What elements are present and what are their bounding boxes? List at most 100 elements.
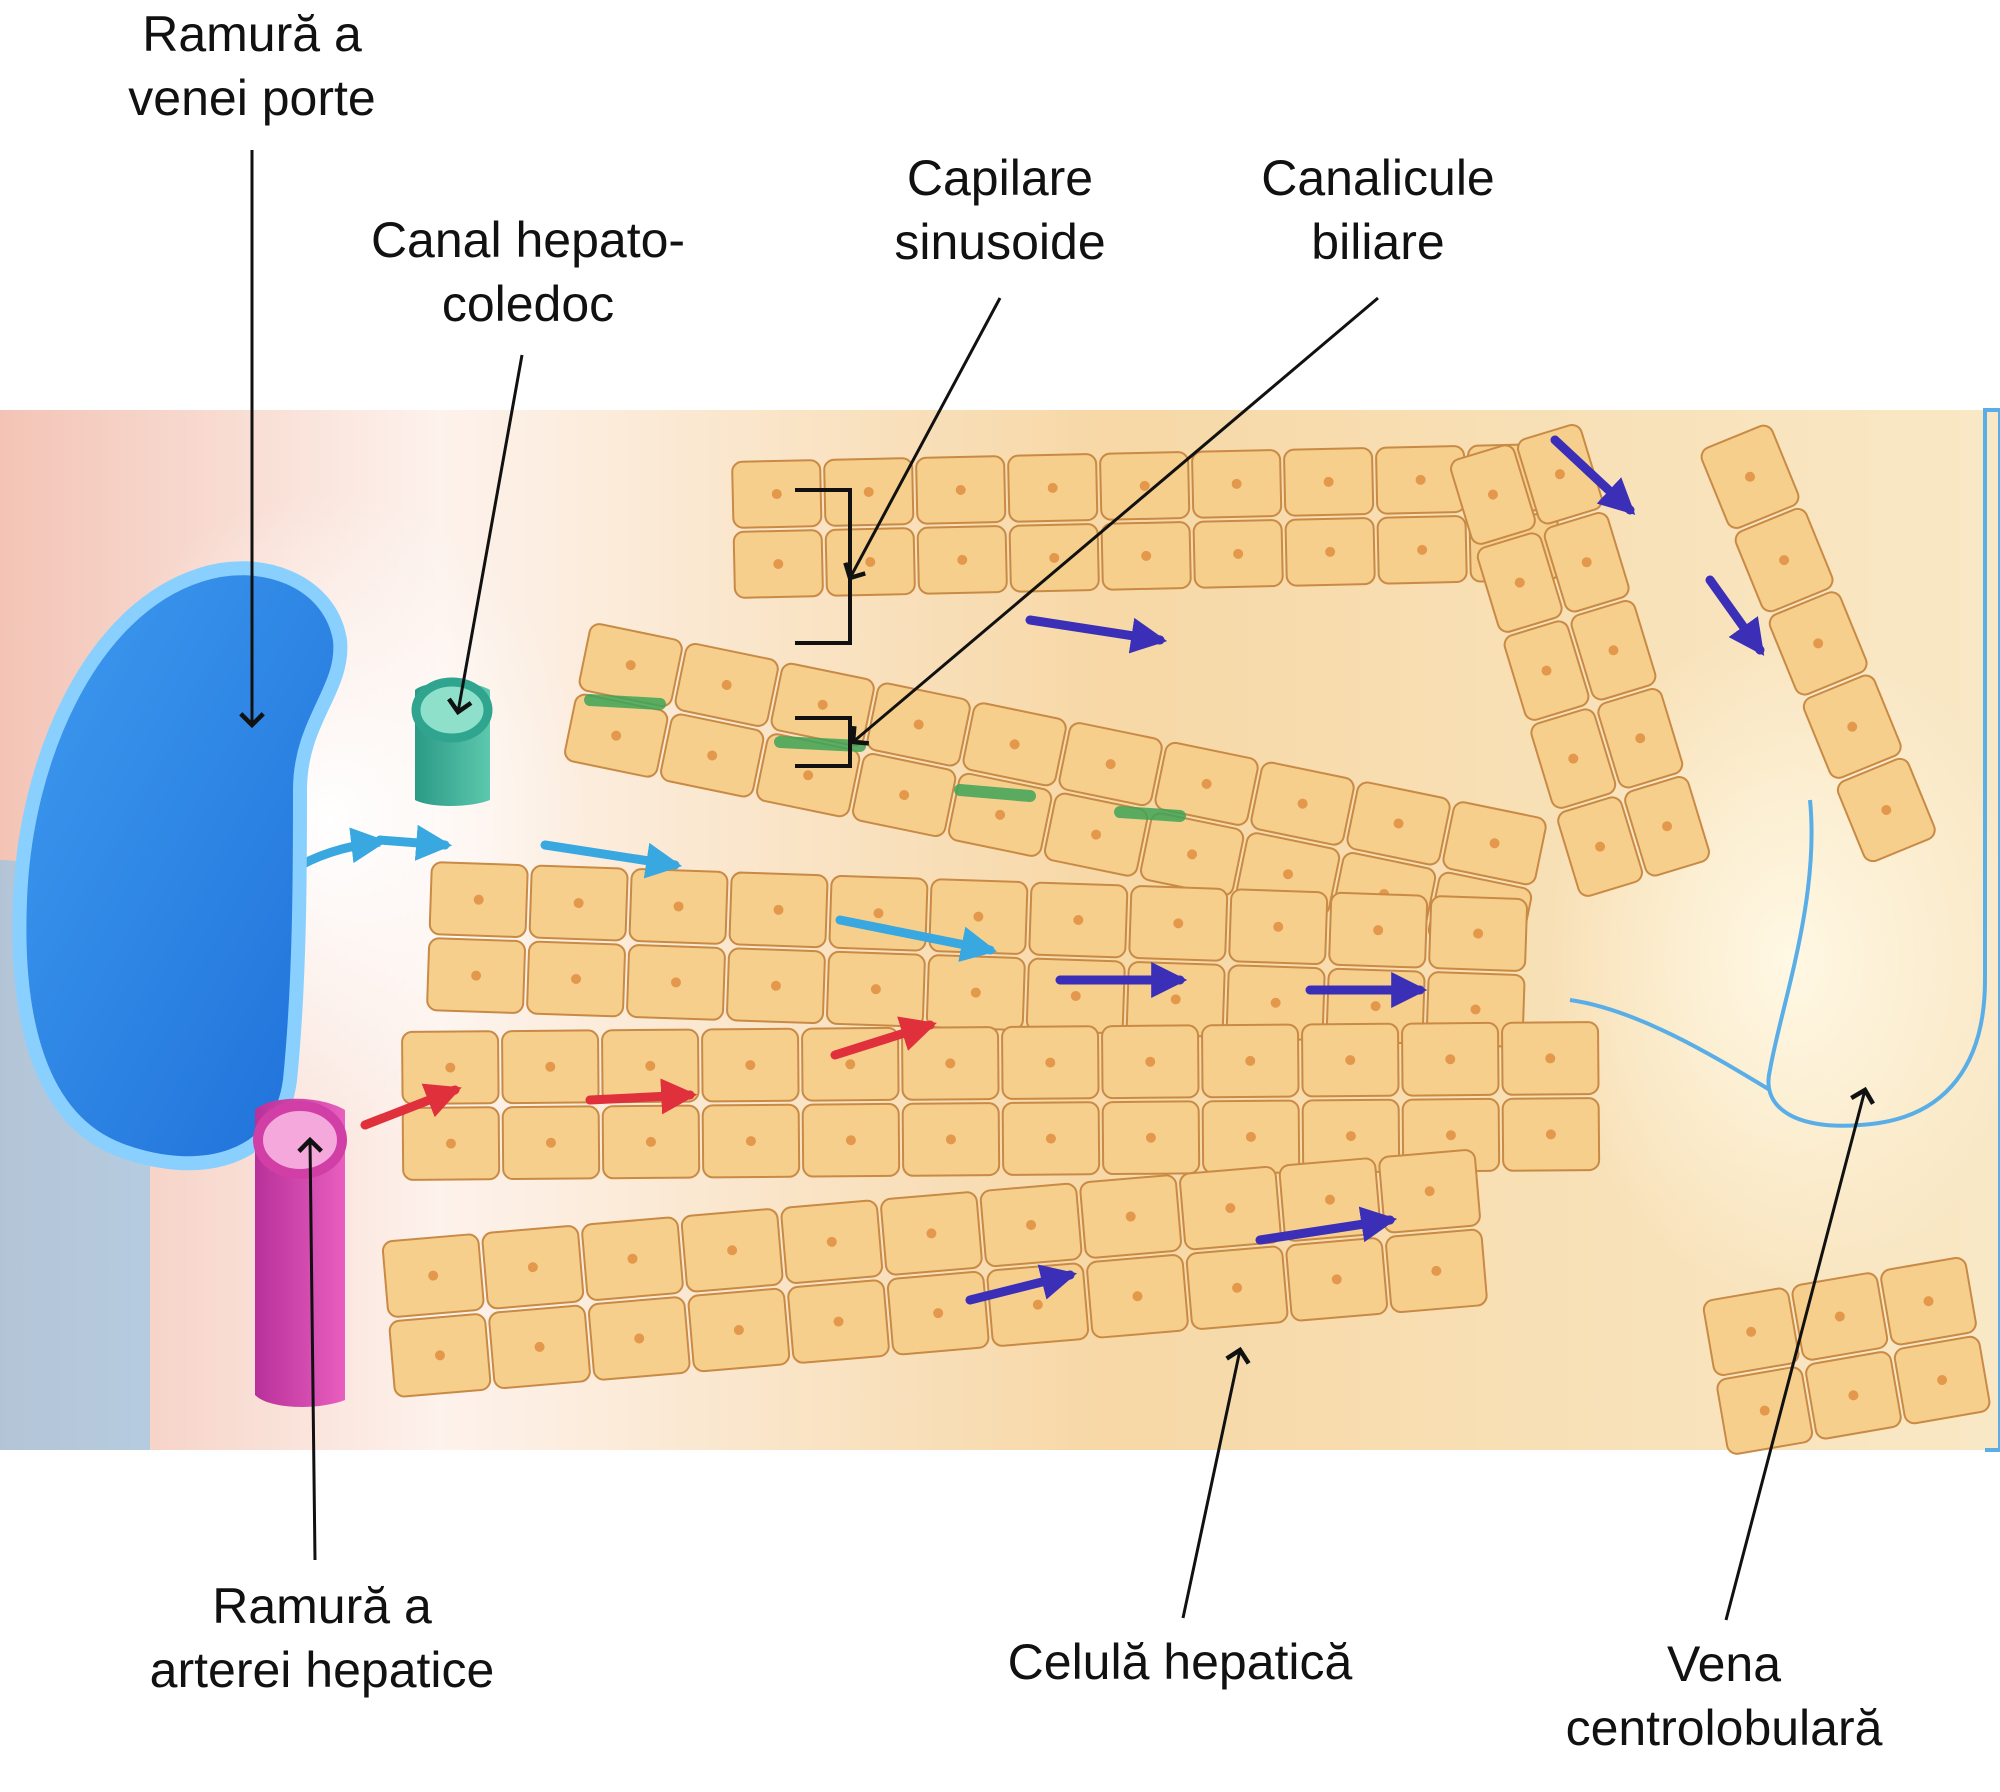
hepatocyte-nucleus — [1070, 990, 1081, 1001]
hepatocyte-nucleus — [745, 1060, 756, 1071]
bile-duct-lumen — [411, 677, 493, 743]
hepatocyte-nucleus — [773, 558, 784, 569]
hepatocyte-nucleus — [571, 974, 582, 985]
flow-arrow — [585, 1078, 698, 1115]
leader-line — [1181, 1346, 1251, 1619]
hepatocyte-nucleus — [926, 1228, 937, 1239]
flow-arrow — [835, 915, 998, 963]
hepatocyte-nucleus — [1132, 1291, 1143, 1302]
hepatocyte-nucleus — [1473, 928, 1484, 939]
hepatocyte-nucleus — [673, 901, 684, 912]
hepatocyte-nucleus — [933, 1308, 944, 1319]
flow-arrow — [1025, 615, 1168, 654]
hepatocyte-nucleus — [1045, 1133, 1056, 1144]
flow-arrow — [360, 1083, 462, 1130]
hepatocyte-nucleus — [1245, 1131, 1256, 1142]
hepatocyte-nucleus — [1345, 1055, 1356, 1066]
sinusoid-bracket — [795, 488, 852, 645]
hepatocyte-nucleus — [1881, 804, 1892, 815]
hepatocyte-nucleus — [845, 1059, 856, 1070]
hepatocyte-nucleus — [845, 1135, 856, 1146]
flow-arrow — [1705, 575, 1765, 656]
hepatocyte-nucleus — [1489, 838, 1500, 849]
hepatocyte-plate — [1700, 424, 1936, 863]
hepatocyte-nucleus — [1026, 1219, 1037, 1230]
hepatocyte-nucleus — [771, 488, 782, 499]
hepatocyte-plate — [1450, 423, 1710, 897]
hepatocyte-nucleus — [1233, 548, 1244, 559]
hepatocyte-nucleus — [445, 1138, 456, 1149]
hepatocyte-cords — [381, 423, 1991, 1455]
hepatocyte-nucleus — [1445, 1130, 1456, 1141]
hepatocyte-nucleus — [428, 1270, 439, 1281]
hepatocyte-nucleus — [1541, 665, 1552, 676]
hepatocyte-nucleus — [817, 699, 828, 710]
bile-canaliculus — [584, 694, 666, 710]
hepatocyte-nucleus — [1232, 1282, 1243, 1293]
hepatocyte-nucleus — [645, 1060, 656, 1071]
hepatocyte-nucleus — [973, 911, 984, 922]
hepatocyte-nucleus — [1759, 1405, 1770, 1416]
hepatocyte-nucleus — [833, 1316, 844, 1327]
hepatocyte-nucleus — [1415, 474, 1426, 485]
hepatocyte-nucleus — [955, 484, 966, 495]
hepatocyte-nucleus — [625, 660, 636, 671]
label-bile-duct: Canal hepato-coledoc — [370, 212, 686, 332]
bile-canaliculus — [1114, 806, 1186, 822]
hepatocyte-nucleus — [1470, 1004, 1481, 1015]
hepatocyte-nucleus — [957, 554, 968, 565]
leader-line — [843, 297, 1002, 581]
hepatocyte-nucleus — [945, 1058, 956, 1069]
hepatocyte-nucleus — [611, 730, 622, 741]
hepatocyte-nucleus — [1270, 997, 1281, 1008]
leader-line — [850, 296, 1379, 746]
hepatocyte-nucleus — [645, 1136, 656, 1147]
hepatocyte-nucleus — [1009, 739, 1020, 750]
hepatocyte-nucleus — [1091, 829, 1102, 840]
hepatocyte-nucleus — [1373, 925, 1384, 936]
hepatocyte-nucleus — [1297, 798, 1308, 809]
hepatocyte-nucleus — [1324, 1194, 1335, 1205]
hepatocyte-nucleus — [1937, 1375, 1948, 1386]
hepatocyte-nucleus — [707, 750, 718, 761]
hepatocyte-nucleus — [1848, 1390, 1859, 1401]
hepatocyte-nucleus — [745, 1136, 756, 1147]
hepatocyte-nucleus — [1323, 476, 1334, 487]
hepatocyte-nucleus — [1424, 1186, 1435, 1197]
hepatocyte-nucleus — [1393, 818, 1404, 829]
leader-line — [1724, 1086, 1875, 1621]
hepatocyte-nucleus — [865, 556, 876, 567]
hepatocyte-nucleus — [1139, 480, 1150, 491]
flow-arrow — [540, 840, 683, 879]
hepatocyte-nucleus — [473, 894, 484, 905]
flow-arrow — [375, 824, 453, 861]
hepatocyte-nucleus — [1145, 1132, 1156, 1143]
hepatocyte-nucleus — [1923, 1296, 1934, 1307]
sinusoid-outflow — [1569, 998, 1772, 1092]
hepatocyte-nucleus — [545, 1137, 556, 1148]
hepatocyte-nucleus — [1847, 721, 1858, 732]
hepatocyte-nucleus — [434, 1350, 445, 1361]
hepatocyte-nucleus — [1187, 849, 1198, 860]
hepatocyte-nucleus — [471, 970, 482, 981]
hepatocyte-nucleus — [773, 904, 784, 915]
hepatocyte-nucleus — [1370, 1001, 1381, 1012]
hepatocyte-nucleus — [1581, 557, 1592, 568]
hepatocyte-nucleus — [1554, 469, 1565, 480]
hepatocyte-nucleus — [733, 1325, 744, 1336]
hepatocyte-nucleus — [913, 719, 924, 730]
hepatocyte-nucleus — [1073, 914, 1084, 925]
central-vein-group — [1569, 408, 2000, 1452]
hepatocyte-nucleus — [1173, 918, 1184, 929]
hepatocyte-nucleus — [1047, 482, 1058, 493]
hepatocyte-nucleus — [1445, 1054, 1456, 1065]
hepatocyte-nucleus — [1049, 552, 1060, 563]
hepatocyte-nucleus — [826, 1236, 837, 1247]
flow-arrow — [965, 1264, 1077, 1305]
hepatocyte-nucleus — [634, 1333, 645, 1344]
blood-flow-arrows — [235, 435, 1765, 1305]
